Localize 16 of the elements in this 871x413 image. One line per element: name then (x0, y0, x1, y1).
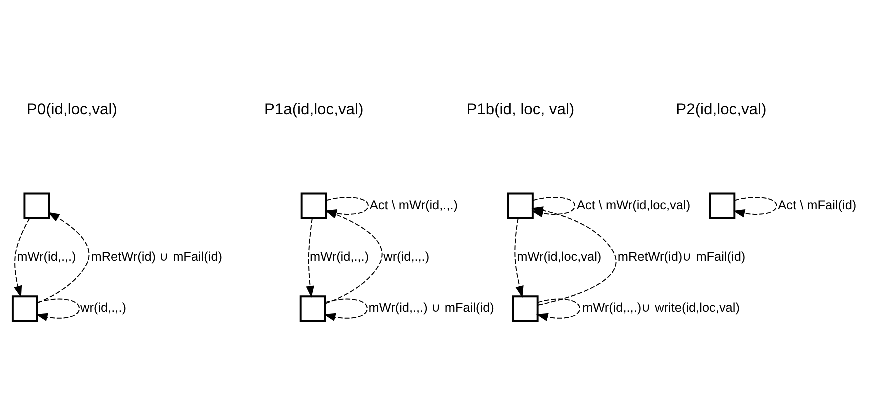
edge-label: Act \ mFail(id) (778, 196, 857, 212)
edge-label: mRetWr(id) ∪ mFail(id) (91, 248, 223, 264)
edge-label: wr(id,.,.) (384, 248, 430, 264)
edge-label: Act \ mWr(id,loc,val) (577, 196, 691, 212)
edge-label: wr(id,.,.) (80, 300, 126, 315)
edge-label: mRetWr(id)∪ mFail(id) (618, 248, 746, 264)
edge-label: mWr(id,.,.)∪ write(id,loc,val) (582, 300, 740, 315)
edge-label: mWr(id,loc,val) (517, 248, 602, 264)
label: P0(id,loc,val) (26, 100, 118, 118)
edge-label: mWr(id,.,.) (310, 248, 370, 264)
label: P1a(id,loc,val) (264, 100, 364, 118)
edge-label: mWr(id,.,.) (17, 248, 76, 264)
label: P1b(id, loc, val) (466, 100, 575, 118)
edge-label: Act \ mWr(id,.,.) (370, 196, 458, 212)
label: P2(id,loc,val) (676, 100, 767, 118)
edge-label: mWr(id,.,.) ∪ mFail(id) (368, 300, 494, 315)
